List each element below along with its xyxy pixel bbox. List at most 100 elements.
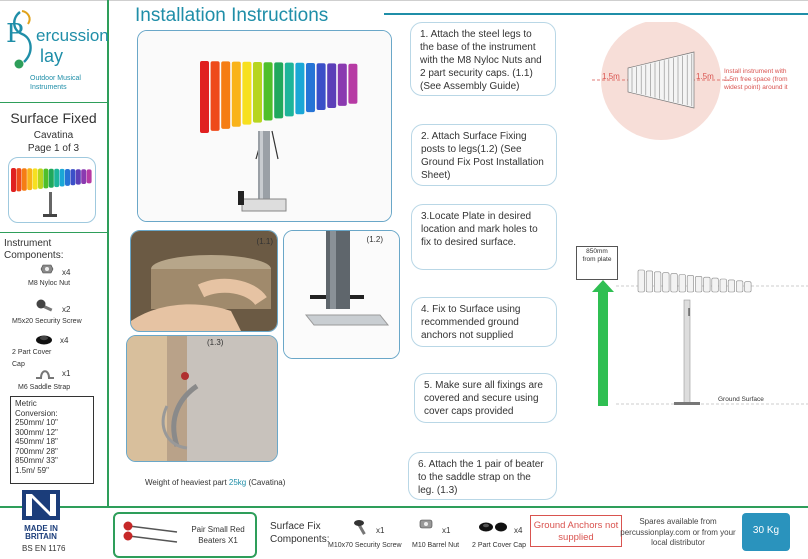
metric-conversion-box: Metric Conversion: 250mm/ 10" 300mm/ 12"… — [10, 396, 94, 484]
thumb-xylophone-bar — [54, 168, 60, 188]
metric-row: 300mm/ 12" — [15, 427, 58, 437]
fix-item-label: 2 Part Cover Cap — [472, 542, 527, 549]
step-1: 1. Attach the steel legs to the base of … — [410, 22, 556, 96]
badge-standard: BS EN 1176 — [22, 544, 66, 553]
photo-1-3: (1.3) — [126, 335, 278, 462]
component-label: M6 Saddle Strap — [18, 384, 71, 391]
surface-fix-heading: Surface Fix Components: — [270, 521, 330, 545]
thumb-xylophone-bar — [59, 168, 65, 187]
step-5: 5. Make sure all fixings are covered and… — [414, 373, 557, 423]
elevation-bar — [686, 275, 694, 293]
total-weight: 30 Kg — [752, 525, 780, 536]
component-qty: x4 — [62, 268, 71, 277]
elevation-bar — [695, 275, 703, 293]
screw-icon — [36, 299, 53, 312]
saddle-strap-icon — [36, 370, 54, 379]
main-xylophone-bar — [210, 61, 220, 131]
svg-text:P: P — [6, 19, 24, 49]
height-elevation-icon — [592, 269, 808, 406]
main-xylophone-bar — [242, 61, 252, 125]
main-xylophone-bar — [253, 62, 262, 123]
component-label: M5x20 Security Screw — [12, 318, 82, 325]
thumb-xylophone-bar — [65, 169, 70, 186]
elevation-bar — [727, 279, 735, 293]
xylophone-photo-icon — [138, 31, 391, 221]
step-6: 6. Attach the 1 pair of beater to the sa… — [408, 452, 557, 500]
component-saddle-strap: x1 M6 Saddle Strap — [0, 366, 107, 394]
brand-sub-2: Instruments — [30, 84, 67, 91]
nut-fitting-photo-icon — [131, 231, 277, 331]
thumb-xylophone-bar — [70, 169, 76, 186]
thumb-xylophone-bar — [11, 168, 16, 192]
sidebar-rule-1 — [0, 102, 107, 103]
fix-item-qty: x1 — [442, 526, 451, 535]
weight-suffix: (Cavatina) — [246, 478, 286, 487]
clearance-diagram: 1.5m 1.5m Install instrument with 1.5m f… — [592, 20, 808, 144]
thumb-xylophone-bar — [43, 168, 49, 189]
thumb-xylophone-bar — [32, 168, 38, 190]
component-qty: x1 — [62, 369, 71, 378]
nut-icon — [40, 264, 54, 274]
fix-item-barrel-nut: x1 M10 Barrel Nut — [410, 518, 476, 554]
badge-line1: MADE IN — [24, 524, 58, 533]
thumb-xylophone-bar — [38, 168, 43, 189]
thumb-xylophone-bar — [81, 169, 87, 185]
elevation-bar — [703, 276, 711, 293]
photo-1-2: (1.2) — [283, 230, 400, 359]
components-heading: Instrument Components: — [4, 238, 64, 261]
fix-item-screw: x1 M10x70 Security Screw — [326, 518, 410, 554]
heaviest-part-weight: Weight of heaviest part 25kg (Cavatina) — [145, 478, 285, 487]
spares-info: Spares available from percussionplay.com… — [620, 517, 736, 547]
elevation-bar — [670, 273, 678, 293]
cover-cap-icon — [36, 335, 52, 345]
security-screw-icon — [354, 520, 366, 535]
step-3: 3.Locate Plate in desired location and m… — [411, 204, 557, 270]
top-border — [0, 0, 808, 1]
height-label: 850mm from plate — [582, 248, 612, 263]
thumb-xylophone-bar — [75, 169, 81, 185]
component-qty: x2 — [62, 305, 71, 314]
main-xylophone-bar — [316, 63, 326, 111]
main-xylophone-bar — [221, 61, 231, 129]
anchors-not-supplied-box: Ground Anchors not supplied — [530, 515, 622, 547]
component-label: M8 Nyloc Nut — [28, 280, 71, 287]
metric-heading: Metric Conversion: — [15, 399, 58, 418]
main-xylophone-bar — [295, 62, 305, 115]
height-diagram: 850mm from plate Ground Surface — [576, 242, 808, 414]
beater-icon — [123, 521, 178, 543]
photo-label: (1.2) — [366, 235, 383, 244]
mount-type: Surface Fixed — [10, 110, 97, 126]
brand-sub-1: Outdoor Musical — [30, 75, 81, 82]
elevation-bar — [678, 274, 686, 293]
elevation-bar — [744, 281, 752, 293]
photo-label: (1.3) — [207, 338, 224, 347]
main-xylophone-bar — [200, 61, 209, 133]
photo-1-1: (1.1) — [130, 230, 278, 332]
page-title: Installation Instructions — [135, 5, 329, 26]
thumb-xylophone-bar — [27, 168, 33, 191]
main-xylophone-bar — [337, 63, 347, 106]
metric-row: 1.5m/ 59" — [15, 465, 49, 475]
thumb-xylophone-bar — [21, 168, 27, 191]
component-cover-cap: x4 2 Part Cover Cap — [0, 333, 107, 368]
component-qty: x4 — [60, 336, 69, 345]
thumb-xylophone-bar — [16, 168, 22, 192]
made-in-britain-badge: MADE IN BRITAIN BS EN 1176 — [22, 490, 66, 556]
elevation-bar — [719, 278, 727, 293]
right-clearance-label: 1.5m — [696, 72, 714, 81]
metric-row: 850mm/ 33" — [15, 456, 58, 465]
thumb-xylophone-bar — [86, 169, 92, 184]
product-name: Cavatina — [33, 130, 74, 141]
brand-logo: P ercussion lay Outdoor Musical Instrume… — [0, 0, 109, 100]
main-xylophone-bar — [231, 61, 241, 127]
fix-item-qty: x1 — [376, 526, 385, 535]
clearance-zone-icon — [592, 20, 730, 140]
badge-line2: BRITAIN — [25, 532, 57, 541]
step-4: 4. Fix to Surface using recommended grou… — [411, 297, 557, 347]
elevation-bar — [654, 271, 662, 293]
component-label: 2 Part Cover Cap — [12, 349, 52, 368]
metric-row: 700mm/ 28" — [15, 446, 58, 456]
fix-item-label: M10 Barrel Nut — [412, 542, 460, 549]
elevation-bar — [637, 269, 645, 293]
product-thumbnail — [8, 157, 96, 223]
